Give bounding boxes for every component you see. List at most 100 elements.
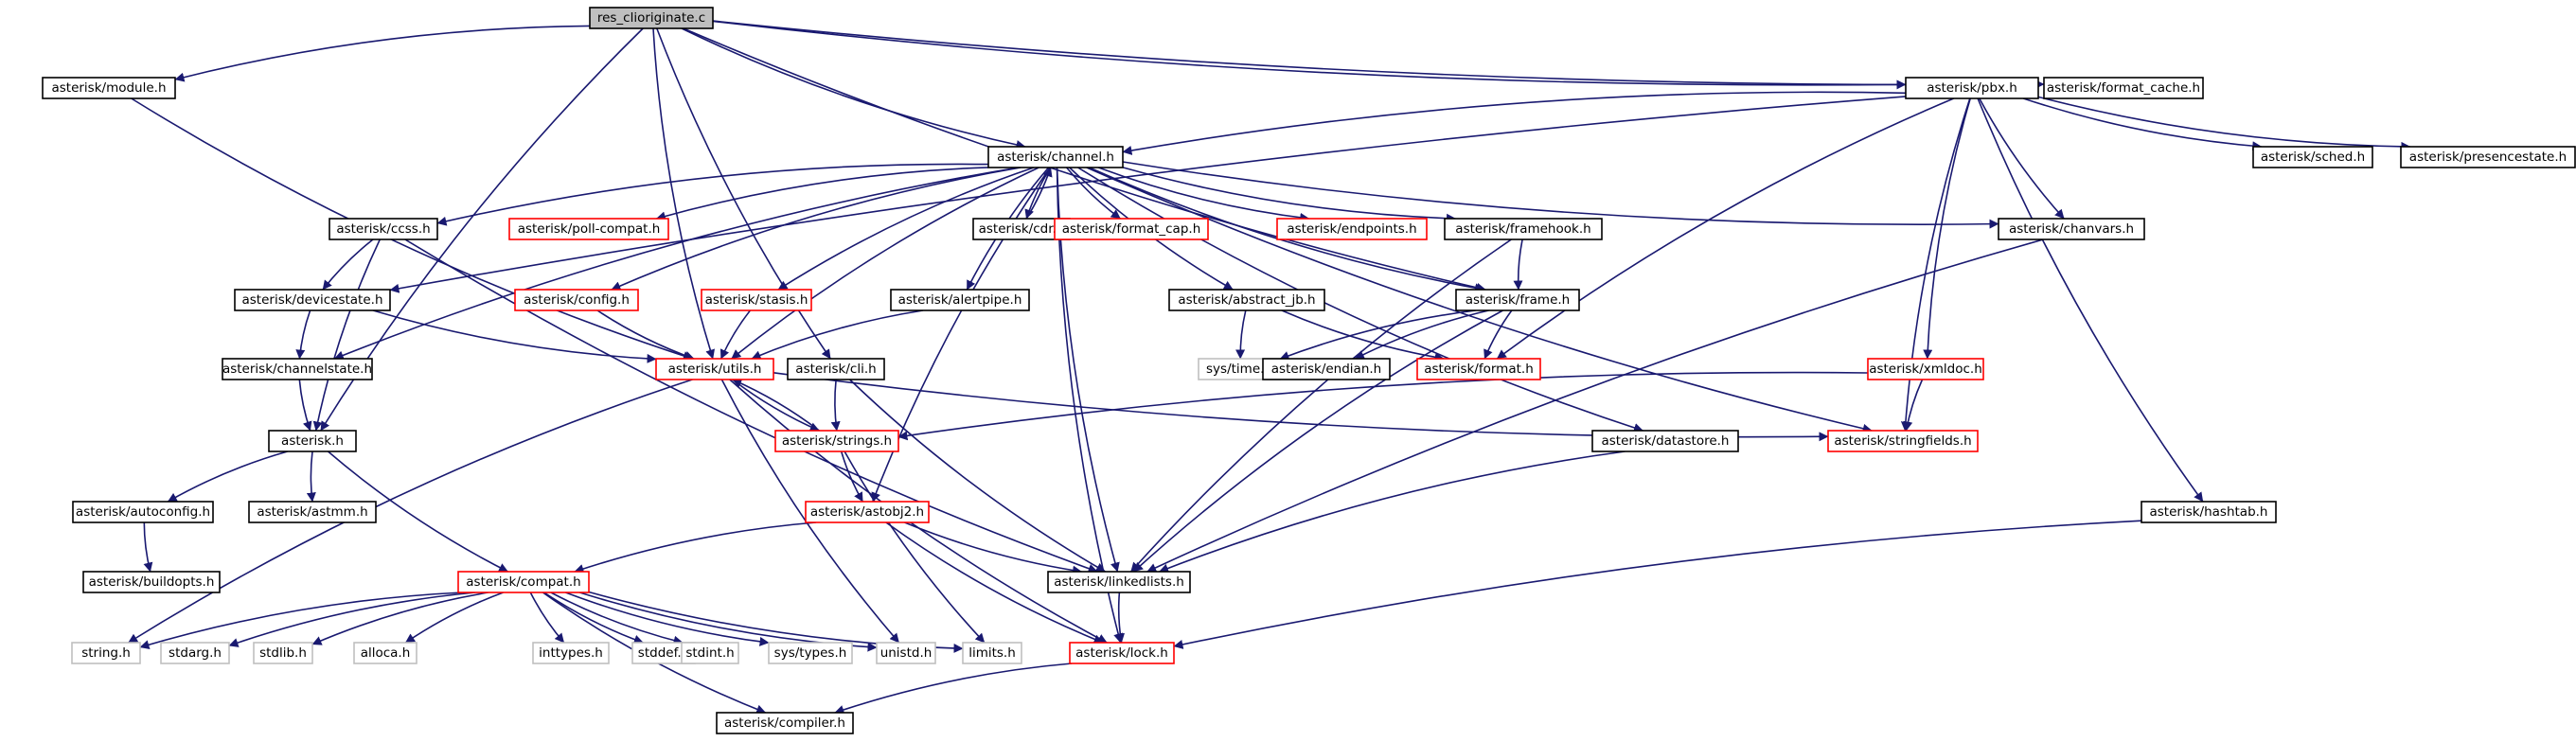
node-frame-box — [1455, 289, 1580, 311]
node-alertpipe[interactable]: asterisk/alertpipe.h — [890, 289, 1030, 311]
edge-channel-to-frame — [1089, 167, 1484, 293]
node-framehook[interactable]: asterisk/framehook.h — [1444, 218, 1603, 240]
node-channel[interactable]: asterisk/channel.h — [987, 146, 1124, 168]
node-format[interactable]: asterisk/format.h — [1416, 358, 1541, 380]
edge-channel-to-utils — [731, 167, 1039, 360]
node-utils-box — [655, 358, 774, 380]
node-framehook-label: asterisk/framehook.h — [1455, 221, 1590, 237]
node-utils[interactable]: asterisk/utils.h — [655, 358, 774, 380]
node-lock-box — [1069, 642, 1175, 664]
node-astobj2[interactable]: asterisk/astobj2.h — [805, 501, 930, 523]
node-stringfields[interactable]: asterisk/stringfields.h — [1827, 430, 1979, 452]
node-stdarg-label: stdarg.h — [169, 645, 222, 661]
node-framehook-box — [1444, 218, 1603, 240]
edge-pbx-to-channel — [1122, 91, 1907, 155]
node-cli[interactable]: asterisk/cli.h — [787, 358, 885, 380]
edge-astobj2-to-linkedlists — [904, 521, 1082, 575]
node-res_clioriginate-label: res_clioriginate.c — [597, 10, 705, 26]
node-cli-label: asterisk/cli.h — [795, 362, 876, 377]
node-hashtab[interactable]: asterisk/hashtab.h — [2141, 501, 2277, 523]
node-config[interactable]: asterisk/config.h — [514, 289, 639, 311]
node-stdarg: stdarg.h — [160, 642, 230, 664]
node-endpoints[interactable]: asterisk/endpoints.h — [1276, 218, 1428, 240]
edge-cdr-to-channel — [1025, 167, 1053, 220]
node-format_cache[interactable]: asterisk/format_cache.h — [2043, 77, 2204, 99]
edge-autoconfig-to-buildopts — [143, 521, 153, 573]
node-compiler[interactable]: asterisk/compiler.h — [716, 712, 854, 734]
node-compiler-box — [716, 712, 854, 734]
node-ccss[interactable]: asterisk/ccss.h — [329, 218, 438, 240]
node-datastore-label: asterisk/datastore.h — [1601, 433, 1729, 449]
node-config-label: asterisk/config.h — [524, 292, 630, 308]
edge-ccss-to-asterisk — [312, 238, 382, 432]
edge-pbx-to-format — [1496, 97, 1955, 360]
node-compat-label: asterisk/compat.h — [466, 574, 580, 590]
nodes-layer: res_clioriginate.c asterisk/module.h aster… — [42, 7, 2576, 734]
node-autoconfig[interactable]: asterisk/autoconfig.h — [72, 501, 214, 523]
node-presencestate[interactable]: asterisk/presencestate.h — [2400, 146, 2576, 168]
node-stdlib-box — [253, 642, 313, 664]
node-module[interactable]: asterisk/module.h — [42, 77, 176, 99]
node-sched[interactable]: asterisk/sched.h — [2252, 146, 2373, 168]
node-poll_compat-box — [508, 218, 669, 240]
node-string-box — [71, 642, 141, 664]
edge-ccss-to-devicestate — [322, 238, 374, 291]
edge-res_clioriginate-to-format_cache — [712, 20, 2045, 90]
node-limits-label: limits.h — [968, 645, 1016, 661]
node-channelstate-box — [222, 358, 373, 380]
edge-stasis-to-utils — [720, 309, 752, 360]
edge-res_clioriginate-to-pbx — [712, 20, 1907, 90]
node-asterisk[interactable]: asterisk.h — [268, 430, 357, 452]
node-endian[interactable]: asterisk/endian.h — [1262, 358, 1391, 380]
edge-strings-to-utils — [732, 379, 820, 432]
node-sched-box — [2252, 146, 2373, 168]
node-endian-box — [1262, 358, 1391, 380]
node-astmm[interactable]: asterisk/astmm.h — [248, 501, 377, 523]
node-buildopts[interactable]: asterisk/buildopts.h — [82, 571, 221, 593]
node-stringfields-label: asterisk/stringfields.h — [1834, 433, 1971, 449]
node-stddef-label: stddef.h — [638, 645, 689, 661]
edge-channel-to-ccss — [436, 163, 989, 226]
node-systypes-label: sys/types.h — [774, 645, 847, 661]
node-chanvars-label: asterisk/chanvars.h — [2009, 221, 2134, 237]
node-utils-label: asterisk/utils.h — [668, 362, 762, 377]
edge-channel-to-stringfields — [1086, 167, 1873, 433]
node-hashtab-box — [2141, 501, 2277, 523]
node-format-box — [1416, 358, 1541, 380]
node-endpoints-box — [1276, 218, 1428, 240]
node-lock[interactable]: asterisk/lock.h — [1069, 642, 1175, 664]
node-buildopts-label: asterisk/buildopts.h — [89, 574, 215, 590]
edge-compat-to-stdint — [550, 592, 684, 645]
node-frame[interactable]: asterisk/frame.h — [1455, 289, 1580, 311]
node-datastore[interactable]: asterisk/datastore.h — [1591, 430, 1739, 452]
edge-compat-to-stddef — [543, 592, 644, 645]
node-abstract_jb[interactable]: asterisk/abstract_jb.h — [1168, 289, 1325, 311]
edge-lock-to-compiler — [834, 662, 1073, 715]
node-ccss-label: asterisk/ccss.h — [336, 221, 430, 237]
node-strings[interactable]: asterisk/strings.h — [774, 430, 899, 452]
node-compat[interactable]: asterisk/compat.h — [457, 571, 590, 593]
node-astmm-box — [248, 501, 377, 523]
node-format_cap[interactable]: asterisk/format_cap.h — [1054, 218, 1209, 240]
node-chanvars[interactable]: asterisk/chanvars.h — [1998, 218, 2145, 240]
node-strings-label: asterisk/strings.h — [782, 433, 892, 449]
node-asterisk-box — [268, 430, 357, 452]
node-pbx[interactable]: asterisk/pbx.h — [1905, 77, 2039, 99]
edge-channelstate-to-asterisk — [298, 379, 312, 432]
edge-abstract_jb-to-systime — [1235, 309, 1247, 360]
node-channelstate[interactable]: asterisk/channelstate.h — [222, 358, 373, 380]
edge-pbx-to-chanvars — [1979, 97, 2065, 220]
node-xmldoc[interactable]: asterisk/xmldoc.h — [1867, 358, 1984, 380]
node-cdr-label: asterisk/cdr.h — [979, 221, 1065, 237]
node-devicestate[interactable]: asterisk/devicestate.h — [234, 289, 391, 311]
node-endpoints-label: asterisk/endpoints.h — [1287, 221, 1416, 237]
node-stdlib: stdlib.h — [253, 642, 313, 664]
node-stasis[interactable]: asterisk/stasis.h — [701, 289, 812, 311]
node-linkedlists[interactable]: asterisk/linkedlists.h — [1047, 571, 1191, 593]
node-stdint-box — [681, 642, 739, 664]
node-format_cap-label: asterisk/format_cap.h — [1062, 221, 1201, 237]
node-frame-label: asterisk/frame.h — [1466, 292, 1571, 308]
node-poll_compat[interactable]: asterisk/poll-compat.h — [508, 218, 669, 240]
edge-channel-to-channelstate — [333, 167, 1019, 361]
